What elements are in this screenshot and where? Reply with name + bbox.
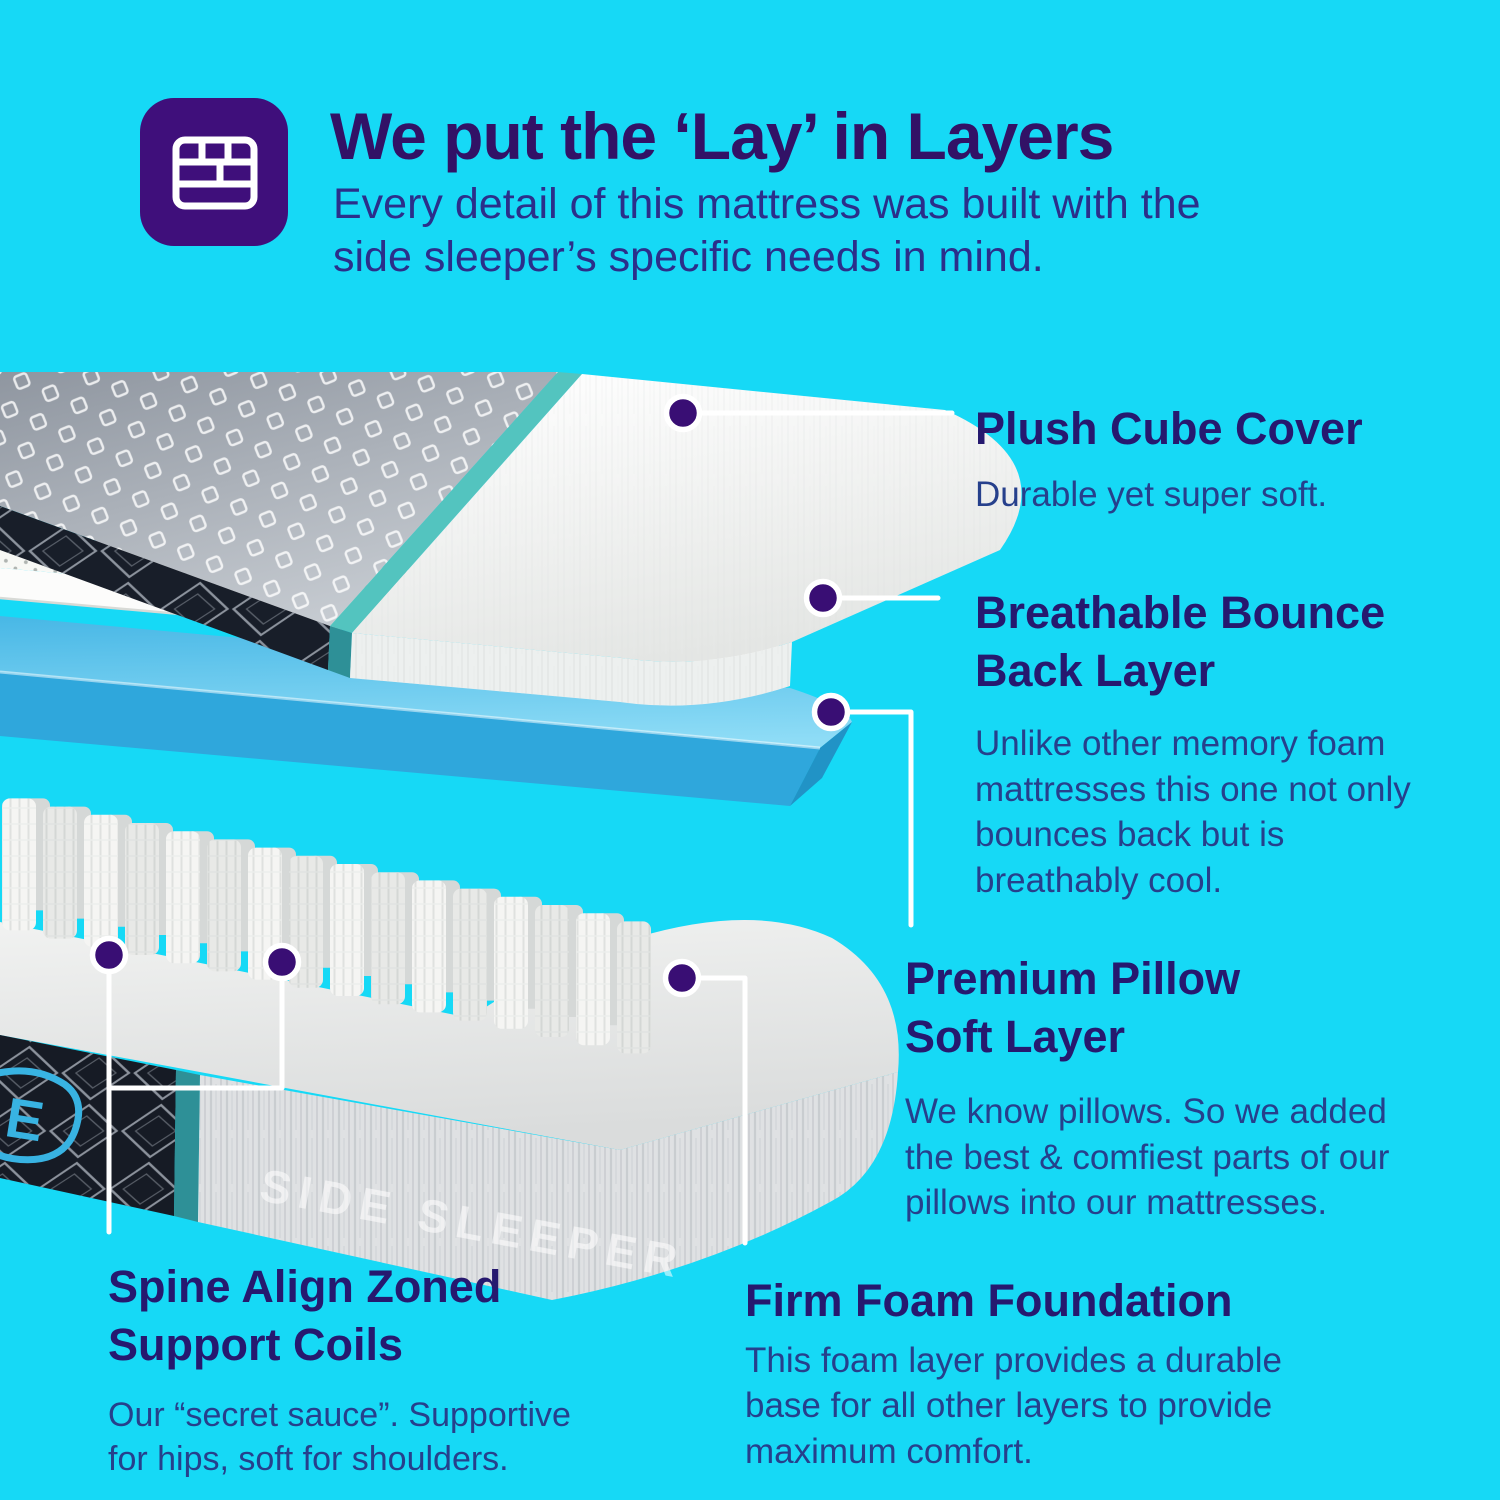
callout-dot-spine-align-left (89, 935, 129, 975)
callout-body-line: base for all other layers to provide (745, 1386, 1273, 1426)
base-teal-stripe (174, 1070, 200, 1222)
page-subtitle: Every detail of this mattress was built … (333, 178, 1201, 285)
callout-body-line: This foam layer provides a durable (745, 1340, 1282, 1380)
mattress-layer-cover (0, 372, 1022, 706)
callout-premium-pillow-soft: Premium Pillow Soft Layer We know pillow… (905, 950, 1389, 1226)
mattress-layer-foundation: SIDE SLEEPER E (0, 798, 899, 1300)
callout-body-line: mattresses this one not only (975, 769, 1411, 809)
callout-dot-premium-pillow-soft (811, 692, 851, 732)
callout-spine-align-coils: Spine Align Zoned Support Coils Our “sec… (108, 1258, 571, 1482)
callout-dot-breathable-bounce-back (803, 578, 843, 618)
callout-title-line: Plush Cube Cover (975, 403, 1363, 454)
callout-body-line: pillows into our mattresses. (905, 1183, 1328, 1223)
mattress-layers-icon (140, 98, 288, 246)
base-fabric-side (198, 1072, 898, 1300)
cover-teal-stripe (330, 372, 582, 633)
callout-line-premium-pillow-soft (845, 709, 914, 928)
callout-title-line: Support Coils (108, 1318, 403, 1370)
callout-dot-plush-cube-cover (663, 393, 703, 433)
callout-body-line: bounces back but is (975, 815, 1285, 855)
page-subtitle-line: side sleeper’s specific needs in mind. (333, 233, 1044, 282)
page-title: We put the ‘Lay’ in Layers (330, 99, 1114, 173)
callout-plush-cube-cover: Plush Cube Cover Durable yet super soft. (975, 400, 1363, 517)
callout-body-line: Our “secret sauce”. Supportive (108, 1396, 571, 1435)
callout-title-line: Firm Foam Foundation (745, 1275, 1233, 1326)
callout-body-line: We know pillows. So we added (905, 1092, 1387, 1132)
callout-body-line: the best & comfiest parts of our (905, 1137, 1390, 1177)
callout-breathable-bounce-back: Breathable Bounce Back Layer Unlike othe… (975, 584, 1411, 903)
callout-dot-spine-align-right (262, 942, 302, 982)
callout-title-line: Breathable Bounce (975, 587, 1386, 638)
callout-title-line: Soft Layer (905, 1010, 1126, 1062)
page-subtitle-line: Every detail of this mattress was built … (333, 180, 1201, 228)
callout-firm-foam-foundation: Firm Foam Foundation This foam layer pro… (745, 1272, 1282, 1474)
callout-title-line: Premium Pillow (905, 953, 1241, 1004)
callout-body-line: Durable yet super soft. (975, 474, 1328, 514)
callout-body-line: for hips, soft for shoulders. (108, 1440, 509, 1479)
mattress-layer-coils (2, 798, 651, 1054)
callout-line-spine-align-right (109, 967, 285, 1091)
callout-title-line: Back Layer (975, 644, 1216, 696)
callout-body-line: breathably cool. (975, 860, 1223, 900)
callout-title-line: Spine Align Zoned (108, 1261, 502, 1312)
callout-body-line: Unlike other memory foam (975, 724, 1386, 764)
callout-dot-firm-foam-foundation (662, 958, 702, 998)
callout-line-firm-foam-foundation (693, 975, 748, 1246)
callout-body-line: maximum comfort. (745, 1431, 1033, 1471)
